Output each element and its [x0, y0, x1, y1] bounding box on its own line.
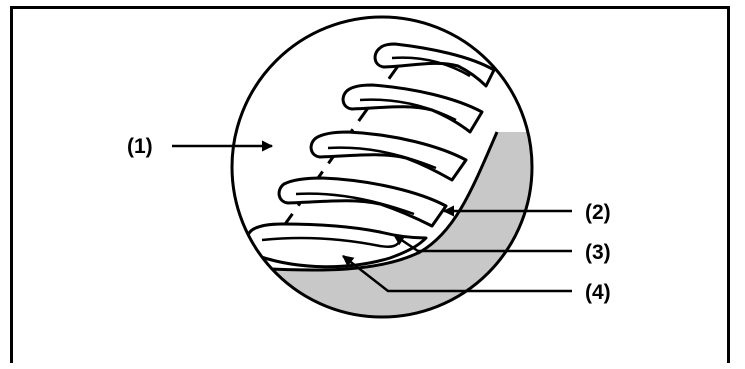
tooth-4 [277, 176, 448, 228]
label-2: (2) [585, 201, 611, 224]
tooth-1 [373, 42, 496, 88]
tooth-2 [341, 83, 484, 134]
callout-arrows [172, 140, 572, 293]
arrow-4 [342, 255, 572, 293]
shaded-region [232, 132, 532, 317]
label-4: (4) [585, 281, 611, 304]
magnified-view [232, 17, 532, 317]
magnifier-circle [230, 15, 534, 319]
arrow-3 [393, 233, 572, 253]
label-3: (3) [585, 241, 611, 264]
diagram-frame [10, 6, 730, 363]
spine-line [266, 51, 410, 249]
tooth-inner-flanges [261, 56, 471, 248]
tooth-3 [309, 130, 468, 182]
label-1: (1) [127, 135, 153, 158]
